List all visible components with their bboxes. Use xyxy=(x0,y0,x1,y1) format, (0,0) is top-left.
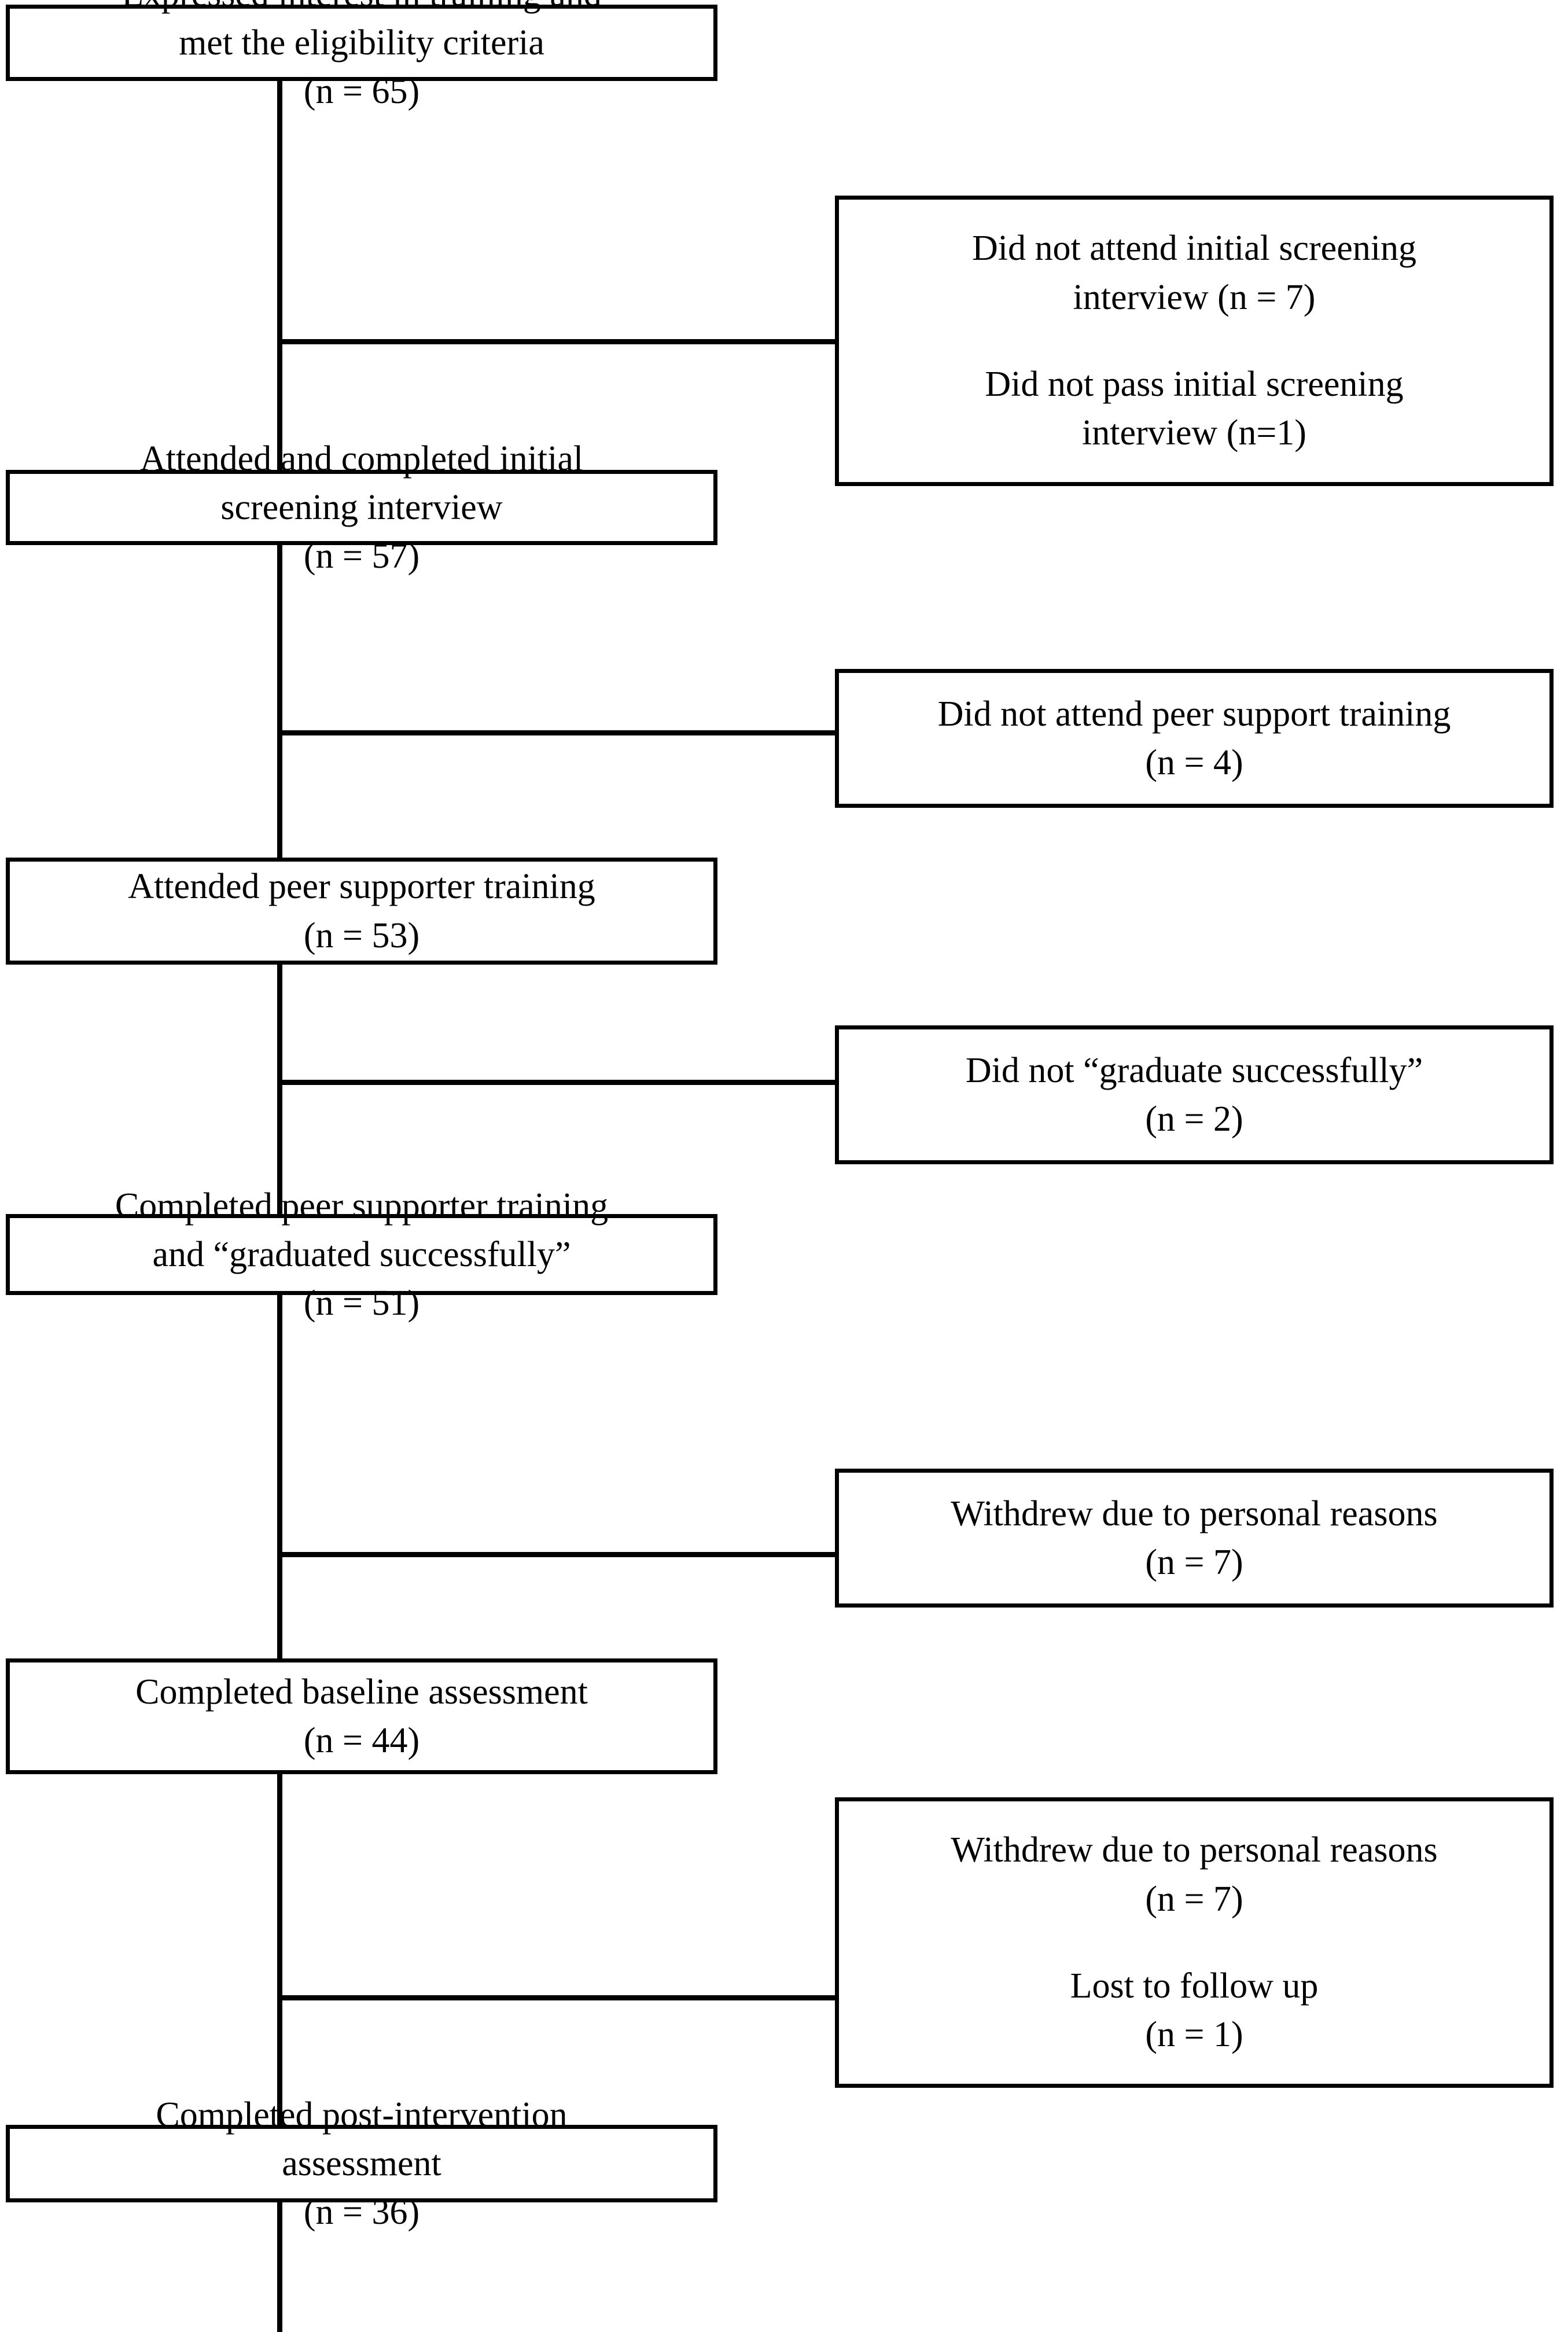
node-text-line: Completed baseline assessment xyxy=(135,1672,588,1712)
exclusion-node-training-attendance: Did not attend peer support training (n … xyxy=(835,669,1554,808)
node-text-line: (n = 4) xyxy=(1145,743,1243,782)
node-text-line: (n = 65) xyxy=(303,72,420,112)
node-text-line: (n = 2) xyxy=(1145,1099,1243,1139)
branch-line-post-intervention xyxy=(277,1995,838,2000)
flow-node-attended-screening: Attended and completed initial screening… xyxy=(6,439,717,576)
node-text-line: (n = 44) xyxy=(303,1721,420,1760)
node-text-line: (n = 53) xyxy=(303,915,420,955)
exclusion-group: Did not attend peer support training (n … xyxy=(938,690,1451,788)
branch-line-screening xyxy=(277,339,838,344)
node-text-line: (n = 51) xyxy=(303,1283,420,1323)
node-text-line: Withdrew due to personal reasons xyxy=(951,1830,1438,1870)
node-text-line: Completed peer supporter training xyxy=(115,1186,609,1226)
exclusion-group: Did not “graduate successfully” (n = 2) xyxy=(966,1046,1423,1144)
flow-node-completed-post-intervention: Completed post-intervention assessment (… xyxy=(6,2095,717,2232)
node-text-line: Did not pass initial screening xyxy=(985,365,1404,404)
exclusion-group: Withdrew due to personal reasons (n = 7) xyxy=(951,1489,1437,1587)
node-text-line: Withdrew due to personal reasons xyxy=(951,1494,1438,1533)
node-text-line: Expressed interest in training and xyxy=(122,0,602,19)
main-vertical-spine xyxy=(277,81,282,2332)
flow-node-attended-training: Attended peer supporter training (n = 53… xyxy=(6,858,717,965)
node-text-line: (n = 7) xyxy=(1145,1879,1243,1919)
flow-node-completed-training: Completed peer supporter training and “g… xyxy=(6,1186,717,1323)
node-text-line: Attended peer supporter training xyxy=(128,867,595,907)
node-text-line: met the eligibility criteria xyxy=(179,23,544,62)
node-text-line: assessment xyxy=(282,2143,441,2183)
flow-node-expressed-interest: Expressed interest in training and met t… xyxy=(6,0,717,111)
exclusion-node-graduation: Did not “graduate successfully” (n = 2) xyxy=(835,1025,1554,1164)
branch-line-baseline-withdrawal xyxy=(277,1552,838,1557)
exclusion-group: Did not pass initial screening interview… xyxy=(985,360,1403,458)
node-text-line: Attended and completed initial xyxy=(139,439,584,479)
exclusion-node-baseline-withdrawal: Withdrew due to personal reasons (n = 7) xyxy=(835,1469,1554,1608)
node-text-line: Did not “graduate successfully” xyxy=(965,1050,1423,1090)
node-text-line: screening interview xyxy=(220,487,503,527)
exclusion-group: Withdrew due to personal reasons (n = 7) xyxy=(951,1826,1437,1923)
exclusion-node-screening: Did not attend initial screening intervi… xyxy=(835,196,1554,486)
node-text-line: and “graduated successfully” xyxy=(152,1234,571,1274)
node-text-line: (n = 1) xyxy=(1145,2015,1243,2055)
node-text-line: Completed post-intervention xyxy=(156,2095,568,2135)
exclusion-group: Did not attend initial screening intervi… xyxy=(972,224,1416,322)
flow-node-completed-baseline: Completed baseline assessment (n = 44) xyxy=(6,1658,717,1774)
node-text-line: Did not attend peer support training xyxy=(937,694,1451,734)
exclusion-node-post-intervention: Withdrew due to personal reasons (n = 7)… xyxy=(835,1797,1554,2088)
node-text-line: interview (n=1) xyxy=(1082,413,1306,453)
node-text-line: (n = 36) xyxy=(303,2193,420,2232)
branch-line-graduation xyxy=(277,1080,838,1085)
node-text-line: (n = 7) xyxy=(1145,1543,1243,1582)
exclusion-group: Lost to follow up (n = 1) xyxy=(1070,1962,1319,2059)
node-text-line: Lost to follow up xyxy=(1070,1966,1319,2006)
node-text-line: (n = 57) xyxy=(303,536,420,576)
node-text-line: Did not attend initial screening xyxy=(972,229,1416,268)
branch-line-training-attendance xyxy=(277,730,838,735)
node-text-line: interview (n = 7) xyxy=(1073,277,1316,317)
